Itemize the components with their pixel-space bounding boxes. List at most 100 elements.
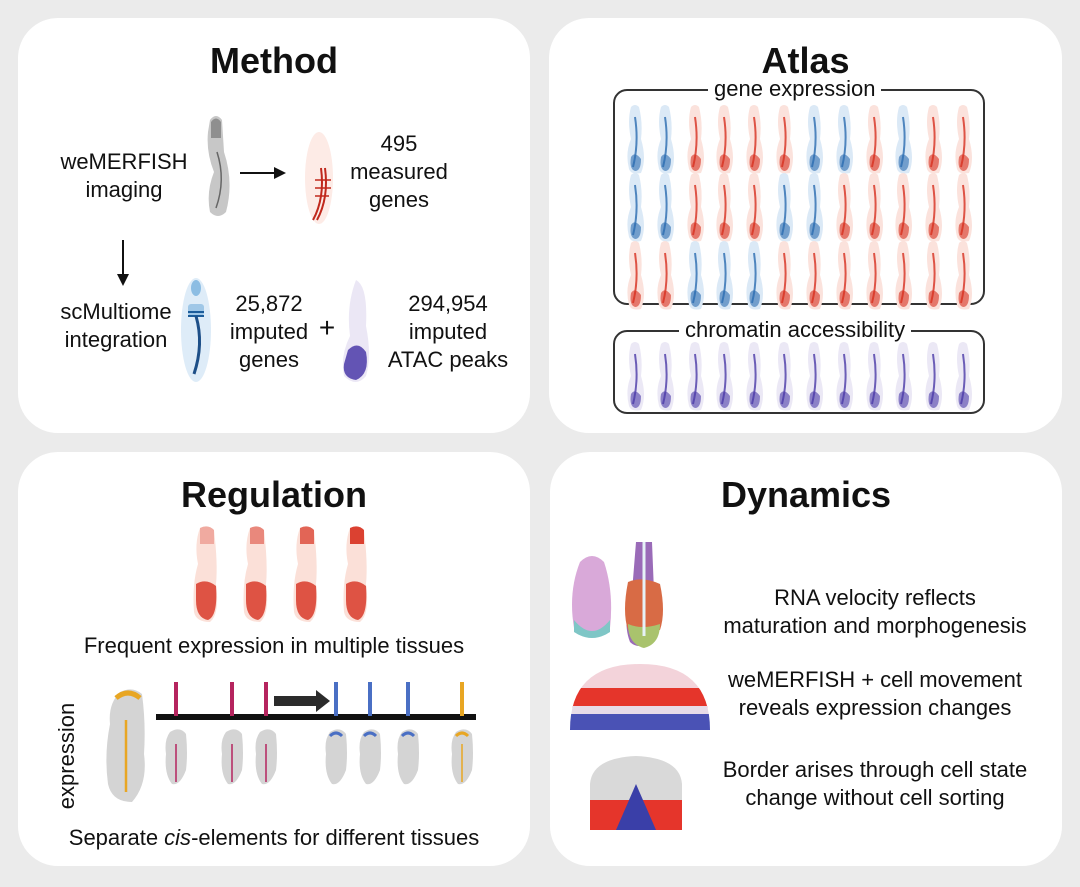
red-embryo-icon xyxy=(305,132,333,224)
chromatin-embryo xyxy=(621,340,649,411)
dynamics-item-3: Border arises through cell state change … xyxy=(700,756,1050,812)
gene-expression-embryo xyxy=(949,239,977,311)
chromatin-embryo xyxy=(889,340,917,411)
dynamics-item-3-line1: Border arises through cell state xyxy=(722,757,1028,782)
gene-expression-embryo xyxy=(681,103,709,175)
arrow-right-icon xyxy=(240,167,286,179)
gene-expression-embryo xyxy=(710,171,738,243)
gene-expression-embryo xyxy=(919,171,947,243)
imputed-genes-label2: genes xyxy=(239,347,299,372)
arrow-down-icon xyxy=(117,240,129,286)
caption-cis-elements: Separate cis-elements for different tiss… xyxy=(18,824,530,852)
gene-expression-embryo xyxy=(830,103,858,175)
caption-frequent-expression: Frequent expression in multiple tissues xyxy=(83,633,465,658)
chromatin-embryo xyxy=(860,340,888,411)
method-title: Method xyxy=(210,40,338,81)
integration-label-line1: scMultiome xyxy=(60,299,172,324)
gene-expression-embryo xyxy=(889,239,917,311)
gene-expression-embryo xyxy=(740,103,768,175)
gene-expression-embryo xyxy=(860,239,888,311)
imputed-genes-label: 25,872 imputed genes xyxy=(214,290,324,374)
dynamics-panel: Dynamics RNA velocity reflects maturatio… xyxy=(550,452,1062,866)
tissue-embryo xyxy=(165,729,187,785)
expression-axis-label-wrap: expression xyxy=(50,692,79,822)
caption-cis-pre: Separate xyxy=(68,825,165,850)
chromatin-embryo xyxy=(651,340,679,411)
gene-expression-embryo xyxy=(621,239,649,311)
gene-expression-embryo xyxy=(800,103,828,175)
cis-element-marker xyxy=(230,682,234,716)
chromatin-embryo xyxy=(681,340,709,411)
gene-expression-embryo xyxy=(949,103,977,175)
multi-tissue-embryo xyxy=(243,526,268,622)
tissue-embryo xyxy=(451,729,473,785)
gene-expression-embryo xyxy=(651,103,679,175)
imaging-label-line2: imaging xyxy=(85,177,163,202)
tissue-embryo xyxy=(221,729,243,785)
chromatin-frame xyxy=(613,330,985,414)
measured-label2: genes xyxy=(369,187,429,212)
expression-axis-label: expression xyxy=(54,702,79,810)
gene-expression-embryo xyxy=(770,103,798,175)
imputed-peaks-count: 294,954 xyxy=(408,291,488,316)
gene-expression-row-1 xyxy=(621,103,977,175)
multi-tissue-embryo xyxy=(193,526,218,622)
tissue-embryo xyxy=(325,729,347,785)
tissue-embryo xyxy=(359,729,381,785)
timeline-arrow-icon xyxy=(274,690,330,712)
chromatin-embryo xyxy=(710,340,738,411)
dynamics-item-1-line1: RNA velocity reflects xyxy=(774,585,976,610)
gene-expression-embryo xyxy=(621,171,649,243)
cis-element-marker xyxy=(368,682,372,716)
gene-expression-embryo xyxy=(651,171,679,243)
dynamics-item-2-line1: weMERFISH + cell movement xyxy=(727,667,1023,692)
cis-element-marker xyxy=(460,682,464,716)
gene-expression-label: gene expression xyxy=(708,77,882,101)
cis-element-marker xyxy=(264,682,268,716)
gene-expression-embryo xyxy=(830,171,858,243)
gene-expression-embryo xyxy=(919,239,947,311)
atlas-panel: Atlas gene expression chromatin accessib… xyxy=(549,18,1062,433)
gene-expression-embryo xyxy=(830,239,858,311)
gene-expression-embryo xyxy=(889,171,917,243)
imaging-label-line1: weMERFISH xyxy=(60,149,188,174)
gene-expression-embryo xyxy=(710,103,738,175)
reference-embryo-icon xyxy=(106,689,145,802)
cell-movement-dome-icon xyxy=(570,664,710,730)
measured-label1: measured xyxy=(350,159,448,184)
gene-expression-embryo xyxy=(860,103,888,175)
gene-expression-embryo xyxy=(621,103,649,175)
caption-cis-post: -elements for different tissues xyxy=(191,825,480,850)
chromatin-row xyxy=(621,340,977,411)
gene-expression-embryo xyxy=(681,239,709,311)
dynamics-title: Dynamics xyxy=(720,474,892,515)
gene-expression-embryo xyxy=(800,171,828,243)
dynamics-item-1-line2: maturation and morphogenesis xyxy=(723,613,1027,638)
chromatin-embryo xyxy=(830,340,858,411)
gene-expression-row-2 xyxy=(621,171,977,243)
purple-embryo-icon xyxy=(342,280,369,382)
dynamics-item-3-line2: change without cell sorting xyxy=(745,785,1005,810)
integration-label: scMultiome integration xyxy=(36,298,196,354)
atlas-title: Atlas xyxy=(761,40,850,81)
gene-expression-embryo xyxy=(770,171,798,243)
chromatin-embryo xyxy=(949,340,977,411)
gene-expression-embryo xyxy=(740,171,768,243)
measured-genes-label: 495 measured genes xyxy=(344,130,454,214)
gene-expression-embryo xyxy=(651,239,679,311)
imputed-peaks-label1: imputed xyxy=(408,319,488,344)
cis-element-marker xyxy=(174,682,178,716)
timeline-axis xyxy=(156,714,476,720)
tissue-embryo xyxy=(397,729,419,785)
cis-element-timeline xyxy=(156,682,476,785)
imputed-genes-label1: imputed xyxy=(229,319,309,344)
dynamics-item-1: RNA velocity reflects maturation and mor… xyxy=(700,584,1050,640)
regulation-panel: Regulation Frequent expression in multip… xyxy=(18,452,530,866)
cis-element-marker xyxy=(334,682,338,716)
gene-expression-embryo xyxy=(949,171,977,243)
chromatin-embryo xyxy=(770,340,798,411)
measured-count: 495 xyxy=(380,131,418,156)
blue-embryo-icon xyxy=(181,278,211,382)
tissue-embryo xyxy=(255,729,277,785)
plus-sign: + xyxy=(318,312,336,343)
